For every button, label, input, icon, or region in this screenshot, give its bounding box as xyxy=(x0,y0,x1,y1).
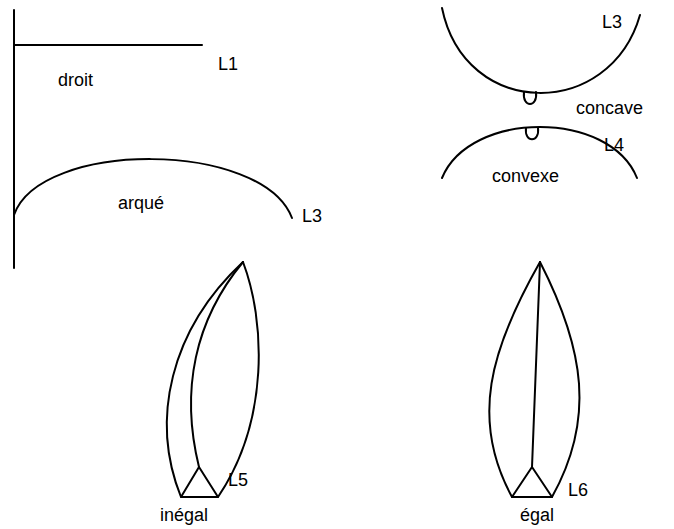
straight-leaf xyxy=(14,44,202,46)
leaf-number: L6 xyxy=(568,480,588,500)
leaf-number: L5 xyxy=(228,470,248,490)
leaf-number: L3 xyxy=(302,206,322,226)
unequal-leaf-outline xyxy=(167,262,243,497)
arched-leaf xyxy=(14,159,292,218)
shape-label: égal xyxy=(520,505,554,525)
leaf-base xyxy=(512,467,552,497)
shape-label: inégal xyxy=(160,505,208,525)
equal-leaf-outline xyxy=(489,262,540,497)
concave-leaf xyxy=(442,8,640,93)
unequal-leaf-outline xyxy=(218,262,259,497)
shape-label: arqué xyxy=(118,193,164,213)
leaf-number: L3 xyxy=(602,12,622,32)
unequal-leaf-midrib xyxy=(191,262,243,467)
concave-node xyxy=(524,92,536,104)
axis-line xyxy=(13,10,15,268)
shape-label: concave xyxy=(576,98,643,118)
convex-node xyxy=(526,128,538,139)
equal-leaf-midrib xyxy=(532,262,540,467)
leaf-number: L4 xyxy=(604,135,624,155)
leaf-base xyxy=(181,467,218,497)
leaf-number: L1 xyxy=(218,54,238,74)
shape-label: convexe xyxy=(492,166,559,186)
equal-leaf-outline xyxy=(540,262,580,497)
shape-label: droit xyxy=(58,70,93,90)
